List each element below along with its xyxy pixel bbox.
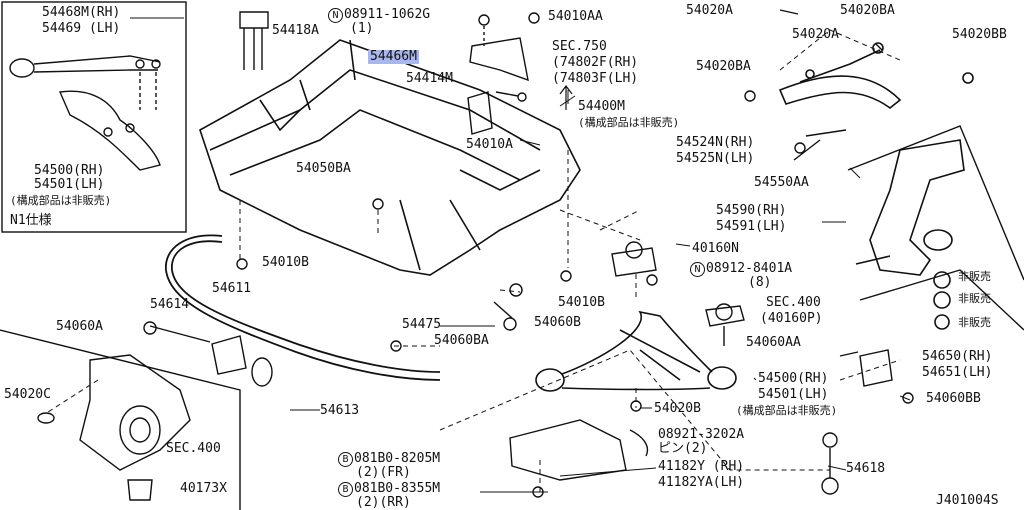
label-40160p: (40160P): [760, 311, 823, 326]
diagram-code: J401004S: [936, 493, 999, 508]
label-54614: 54614: [150, 297, 190, 312]
bracket-54466m: [469, 14, 529, 82]
n-circle-mark: N: [690, 262, 705, 277]
label-54060a: 54060A: [56, 319, 103, 334]
label-n1-spec: N1仕様: [10, 213, 52, 228]
label-54550aa: 54550AA: [754, 175, 809, 190]
label-sec400-ball: SEC.400: [766, 295, 821, 310]
label-54613: 54613: [320, 403, 360, 418]
label-54020a-mid: 54020A: [792, 27, 839, 42]
label-54020ba-top: 54020BA: [840, 3, 895, 18]
stabilizer-bar: [165, 234, 441, 381]
label-54010a: 54010A: [466, 137, 513, 152]
label-54020c: 54020C: [4, 387, 51, 402]
label-sec750: SEC.750: [552, 39, 607, 54]
label-54466m-highlighted[interactable]: 54466M: [368, 49, 419, 64]
label-54651: 54651(LH): [922, 365, 993, 380]
steering-knuckle: [37, 354, 191, 501]
b-circle-mark: B: [338, 482, 353, 497]
bracket-54414m: [467, 91, 527, 135]
label-54414m: 54414M: [406, 71, 453, 86]
label-54590: 54590(RH): [716, 203, 787, 218]
label-40160n: 40160N: [692, 241, 739, 256]
label-081b0-8355m-qty: (2)(RR): [356, 495, 411, 510]
ball-joints: [611, 241, 745, 346]
label-54020bb: 54020BB: [952, 27, 1007, 42]
b-circle-mark: B: [338, 452, 353, 467]
label-081b0-8205m-qty: (2)(FR): [356, 465, 411, 480]
label-not-sold-54500: (構成部品は非販売): [736, 404, 838, 417]
label-54524n: 54524N(RH): [676, 135, 755, 150]
label-54650: 54650(RH): [922, 349, 993, 364]
label-sec400-knuckle: SEC.400: [166, 441, 221, 456]
stabilizer-bushing: [143, 321, 273, 387]
n-circle-mark: N: [328, 8, 343, 23]
label-not-sold-54400m: (構成部品は非販売): [578, 116, 680, 129]
label-54591: 54591(LH): [716, 219, 787, 234]
label-54525n: 54525N(LH): [676, 151, 755, 166]
label-54611: 54611: [212, 281, 252, 296]
label-54060b: 54060B: [534, 315, 581, 330]
label-08912-qty: (8): [748, 275, 772, 290]
lower-arm: [535, 310, 737, 392]
label-54400m: 54400M: [578, 99, 625, 114]
label-54618: 54618: [846, 461, 886, 476]
label-not-for-sale-3: 非販売: [958, 316, 991, 329]
label-54010aa: 54010AA: [548, 9, 603, 24]
label-54060ba: 54060BA: [434, 333, 489, 348]
label-41182ya: 41182YA(LH): [658, 475, 745, 490]
subframe: [199, 39, 581, 276]
label-not-sold-inset: (構成部品は非販売): [10, 194, 112, 207]
label-54500-inset: 54500(RH): [34, 163, 105, 178]
stabilizer-link: [821, 349, 893, 495]
stud-bracket: [239, 11, 269, 70]
label-not-for-sale-2: 非販売: [958, 292, 991, 305]
label-74803f: (74803F(LH): [552, 71, 639, 86]
label-54500-main: 54500(RH): [758, 371, 829, 386]
control-arm-right: [855, 139, 965, 330]
label-54501-inset: 54501(LH): [34, 177, 105, 192]
label-54010b-a: 54010B: [262, 255, 309, 270]
label-54050ba: 54050BA: [296, 161, 351, 176]
label-08921-3202a: 08921-3202A: [658, 427, 745, 442]
label-54418a: 54418A: [272, 23, 319, 38]
label-54060aa: 54060AA: [746, 335, 801, 350]
label-not-for-sale-1: 非販売: [958, 270, 991, 283]
label-54020a-top: 54020A: [686, 3, 733, 18]
label-54020ba-left: 54020BA: [696, 59, 751, 74]
label-41182y: 41182Y (RH): [658, 459, 745, 474]
label-54501-main: 54501(LH): [758, 387, 829, 402]
label-54060bb: 54060BB: [926, 391, 981, 406]
label-54010b-b: 54010B: [558, 295, 605, 310]
label-40173x: 40173X: [180, 481, 227, 496]
label-54020b: 54020B: [654, 401, 701, 416]
label-pin: ピン(2): [658, 441, 708, 456]
label-54468m: 54468M(RH): [42, 5, 121, 20]
splash-cover: [509, 419, 649, 481]
upper-arm-right: [778, 42, 974, 137]
inset-frame-n1: [1, 1, 187, 233]
label-54475: 54475: [402, 317, 442, 332]
label-74802f: (74802F(RH): [552, 55, 639, 70]
inset-frame-knuckle: [0, 329, 241, 510]
label-54469: 54469 (LH): [42, 21, 121, 36]
upper-arm-inset: [9, 55, 161, 171]
label-08911-qty: (1): [350, 21, 374, 36]
